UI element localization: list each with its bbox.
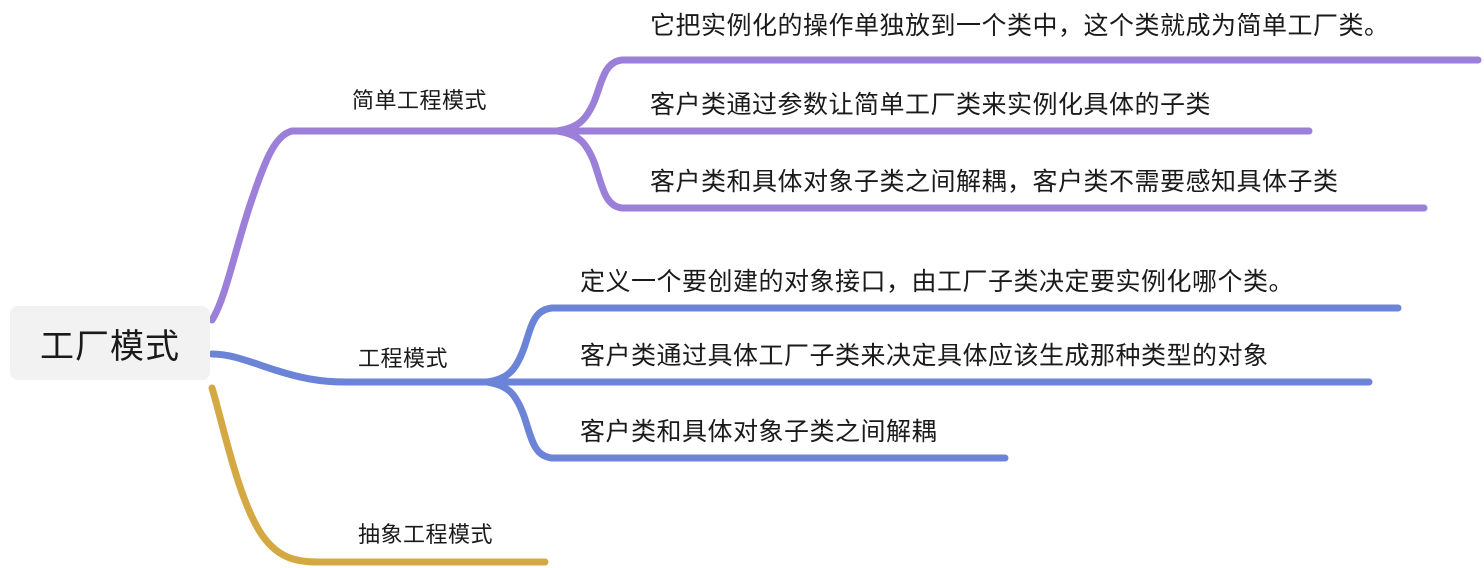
- branch-label-factory-method[interactable]: 工程模式: [358, 346, 449, 371]
- branch-label-simple-factory[interactable]: 简单工程模式: [352, 88, 488, 113]
- root-node[interactable]: 工厂模式: [10, 306, 210, 380]
- leaf-label-factory-method-3[interactable]: 客户类和具体对象子类之间解耦: [580, 418, 938, 446]
- branch-label-abstract-factory[interactable]: 抽象工程模式: [358, 522, 494, 547]
- leaf-label-simple-factory-3[interactable]: 客户类和具体对象子类之间解耦，客户类不需要感知具体子类: [650, 168, 1339, 196]
- leaf-label-factory-method-2[interactable]: 客户类通过具体工厂子类来决定具体应该生成那种类型的对象: [580, 342, 1269, 370]
- leaf-label-simple-factory-2[interactable]: 客户类通过参数让简单工厂类来实例化具体的子类: [650, 91, 1212, 119]
- connector-root-to-factory-method: [208, 350, 349, 386]
- leaf-label-factory-method-1[interactable]: 定义一个要创建的对象接口，由工厂子类决定要实例化哪个类。: [580, 268, 1295, 296]
- connector-root-to-simple-factory: [208, 127, 296, 324]
- root-node-label: 工厂模式: [40, 327, 180, 366]
- leaf-label-simple-factory-1[interactable]: 它把实例化的操作单独放到一个类中，这个类就成为简单工厂类。: [650, 12, 1390, 40]
